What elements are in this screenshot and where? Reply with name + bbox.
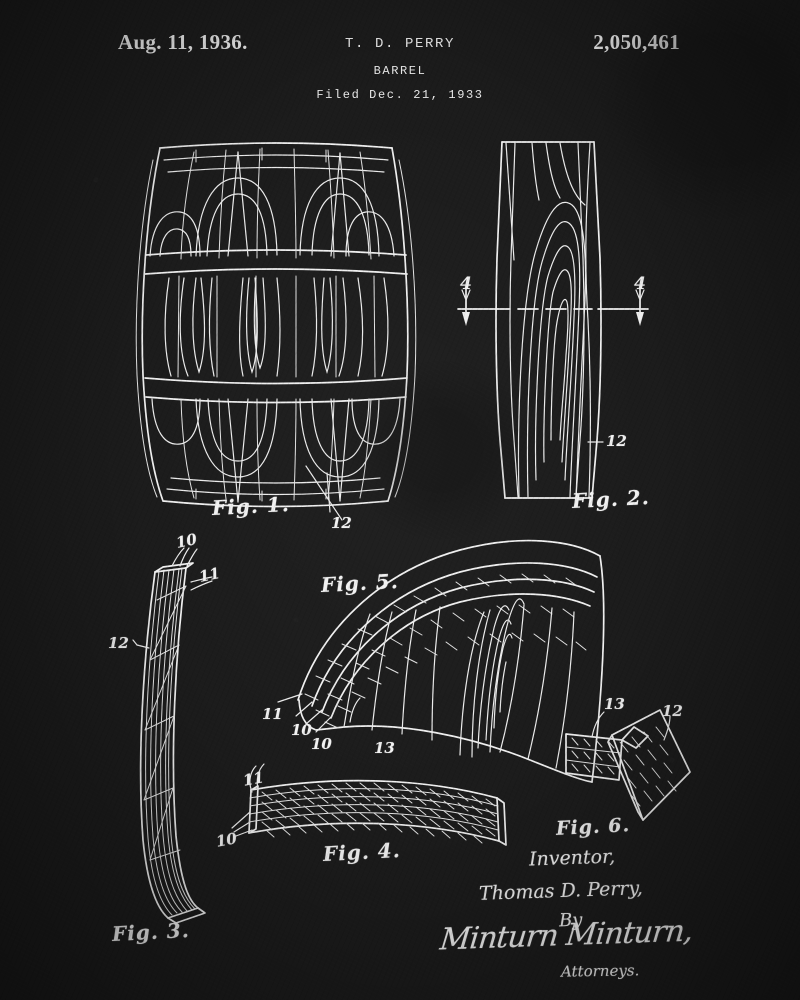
fig4-body xyxy=(231,763,507,846)
fig3-callout-12: 12 xyxy=(108,634,129,652)
fig5-callout-10-b: 10 xyxy=(311,735,332,753)
fig2-section-label-left: 4 xyxy=(460,274,472,294)
fig3-body xyxy=(132,547,213,924)
fig5-callout-13: 13 xyxy=(374,739,395,757)
patent-number: 2,050,461 xyxy=(593,30,680,54)
fig2-callout-12: 12 xyxy=(606,432,627,450)
fig5-callout-11: 11 xyxy=(262,705,283,723)
fig6-callout-13-b: 12 xyxy=(662,702,683,720)
fig6-caption: Fig. 6. xyxy=(555,814,631,840)
fig5-callout-10-a: 10 xyxy=(291,721,312,739)
inventor-initials: T. D. PERRY xyxy=(344,36,455,52)
fig2-section-label-right: 4 xyxy=(634,274,646,294)
attorneys-label: Attorneys. xyxy=(560,961,640,981)
fig6-callout-13: 13 xyxy=(604,695,625,713)
fig2-body xyxy=(457,141,649,499)
patent-title: BARREL xyxy=(373,64,427,78)
fig1-body xyxy=(135,142,417,521)
filing-date: Filed Dec. 21, 1933 xyxy=(316,88,484,102)
inventor-label: Inventor, xyxy=(528,845,616,871)
fig6-body xyxy=(565,709,691,821)
patent-date: Aug. 11, 1936. xyxy=(118,30,248,54)
fig1-callout-12: 12 xyxy=(331,514,352,532)
fig5-body xyxy=(277,539,605,783)
